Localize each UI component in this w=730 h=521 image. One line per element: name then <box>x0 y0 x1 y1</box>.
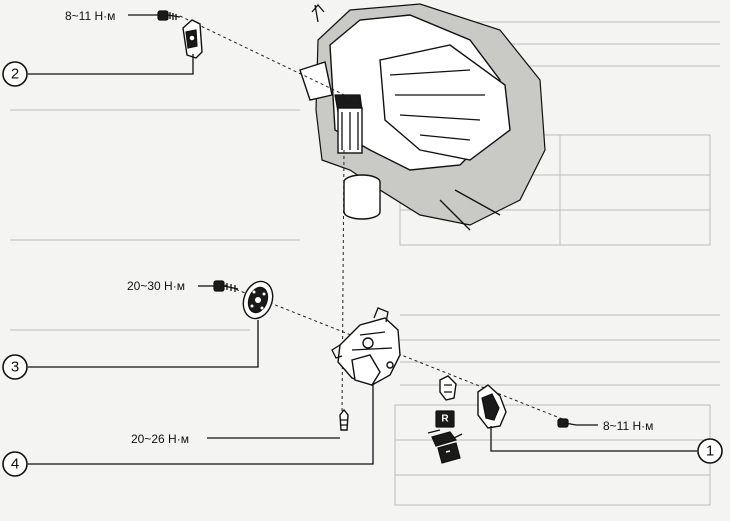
callout-3-number: 3 <box>11 359 19 376</box>
replace-badge-text: R <box>441 414 449 425</box>
torque-label-bottom: 20~26 Н·м <box>131 432 189 446</box>
part-1-cover <box>439 375 507 429</box>
leader-line-3 <box>28 320 259 368</box>
torque-label-middle: 20~30 Н·м <box>127 279 185 293</box>
callout-4: 4 <box>2 451 28 477</box>
leader-line-2 <box>28 54 194 75</box>
oil-application-icon <box>427 429 463 464</box>
leader-line-4 <box>28 384 374 465</box>
assembly-line-top <box>179 15 356 101</box>
assembly-line-vertical <box>341 149 345 416</box>
leader-line-1 <box>490 426 697 452</box>
bolt-bottom <box>339 408 349 431</box>
callout-2-number: 2 <box>11 66 19 83</box>
part-3-sprocket <box>242 280 274 320</box>
callout-1: 1 <box>697 438 723 464</box>
torque-label-right: 8~11 Н·м <box>603 419 653 433</box>
replace-badge: R <box>435 410 455 428</box>
bolt-top <box>157 10 181 21</box>
bolt-right <box>557 418 577 428</box>
bolt-middle <box>213 280 239 292</box>
torque-label-top: 8~11 Н·м <box>65 9 115 23</box>
callout-2: 2 <box>2 61 28 87</box>
callout-1-number: 1 <box>706 443 714 460</box>
part-4-oil-pump <box>331 307 401 386</box>
part-2-cover <box>182 19 203 59</box>
engine-block <box>299 3 546 231</box>
callout-3: 3 <box>2 354 28 380</box>
callout-4-number: 4 <box>11 456 19 473</box>
